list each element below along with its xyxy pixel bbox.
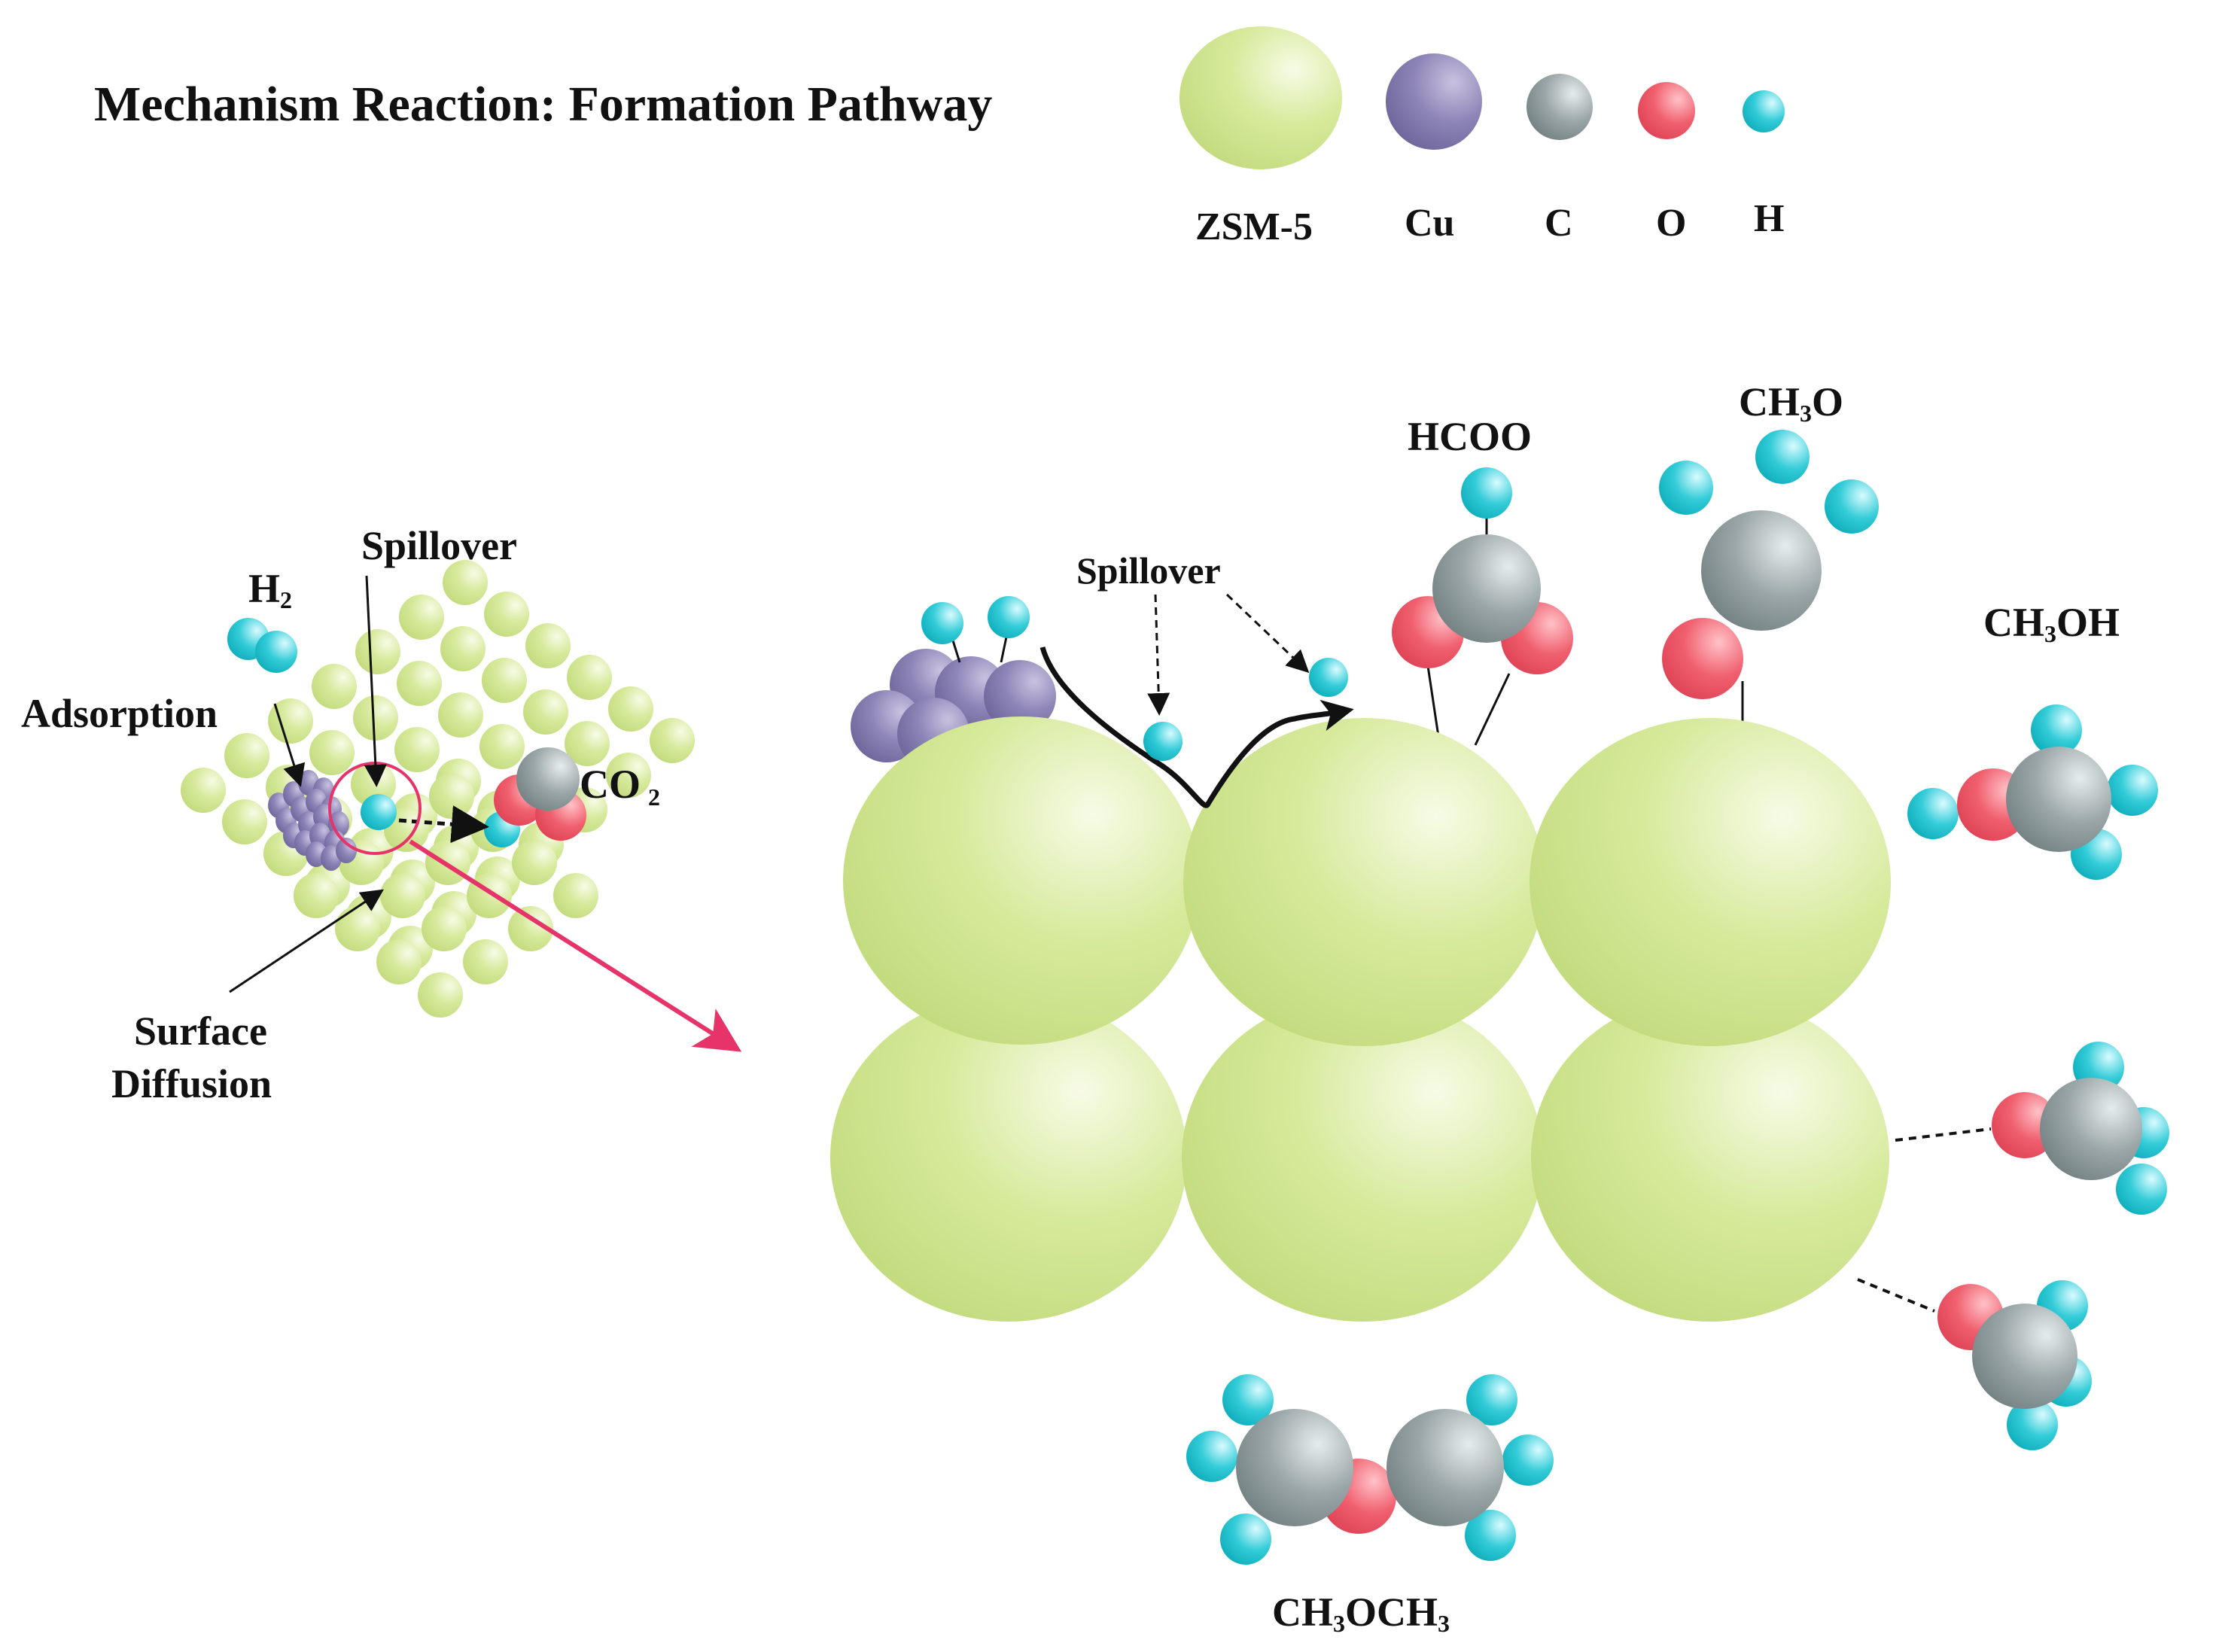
zsm5-small-sphere xyxy=(523,689,568,735)
spillover-label-left: Spillover xyxy=(361,523,517,568)
zsm5-small-sphere xyxy=(394,727,440,772)
left-catalyst-surface xyxy=(181,560,695,1018)
zsm5-sphere-bottom-left xyxy=(830,993,1187,1322)
zsm5-small-sphere xyxy=(353,695,398,741)
zsm5-small-sphere xyxy=(222,799,267,844)
zsm5-small-sphere xyxy=(440,626,485,671)
bond-line-methanol-top xyxy=(1895,1127,1992,1142)
zsm5-small-sphere xyxy=(508,906,553,951)
legend-zsm5-label: ZSM-5 xyxy=(1195,205,1313,248)
cu-atom xyxy=(336,838,357,863)
legend: ZSM-5 Cu C O H xyxy=(1179,26,1785,248)
legend-o-sphere xyxy=(1638,82,1695,139)
zsm5-small-sphere xyxy=(567,655,612,700)
zsm5-small-sphere xyxy=(479,724,525,769)
ch3oh-label: CH3OH xyxy=(1983,600,2120,647)
zsm5-small-sphere xyxy=(553,873,598,918)
hcoo-molecule xyxy=(1392,467,1573,674)
zsm5-small-sphere xyxy=(512,840,557,885)
cu-cluster-small xyxy=(268,770,357,871)
zsm5-small-sphere xyxy=(312,664,357,709)
h2-label: H2 xyxy=(248,566,292,613)
ch3oh-molecule xyxy=(1907,704,2158,880)
zsm5-small-sphere xyxy=(380,873,425,918)
spillover-pointer xyxy=(364,575,387,787)
bond-line-methanol-bottom xyxy=(1857,1278,1935,1313)
zsm5-small-sphere xyxy=(525,623,571,668)
zsm5-sphere-bottom-right xyxy=(1531,993,1889,1322)
zsm5-small-sphere xyxy=(268,698,313,744)
zsm5-small-sphere xyxy=(418,972,463,1018)
hcoo-label: HCOO xyxy=(1408,414,1532,459)
zsm5-small-sphere xyxy=(224,733,269,778)
spillover-h-migrated xyxy=(1309,658,1348,697)
spillover-dotted-arrow xyxy=(398,805,489,844)
legend-c-sphere xyxy=(1526,74,1593,140)
zsm5-small-sphere xyxy=(606,753,651,798)
zoom-arrow xyxy=(409,839,742,1052)
diagram-title: Mechanism Reaction: Formation Pathway xyxy=(94,77,992,132)
zsm5-sphere-bottom-middle xyxy=(1182,993,1543,1322)
zsm5-small-sphere xyxy=(376,939,422,984)
zsm5-small-sphere xyxy=(438,692,483,738)
methanol-adsorbed-top xyxy=(1992,1042,2169,1215)
hcoo-bond-right xyxy=(1474,673,1511,746)
zsm5-small-sphere xyxy=(650,718,695,763)
zsm5-small-sphere xyxy=(309,730,355,775)
zsm5-small-sphere xyxy=(565,721,610,766)
adsorption-label: Adsorption xyxy=(21,691,218,736)
zsm5-small-sphere xyxy=(608,686,653,732)
dme-label: CH3OCH3 xyxy=(1272,1590,1450,1637)
zsm5-small-sphere xyxy=(429,774,474,819)
legend-o-label: O xyxy=(1656,202,1686,245)
zsm5-small-sphere xyxy=(181,768,226,813)
legend-zsm5-sphere xyxy=(1179,26,1342,169)
legend-cu-sphere xyxy=(1386,53,1482,150)
zsm5-sphere-top-middle xyxy=(1183,718,1545,1046)
spillover-path-arrow xyxy=(1039,647,1354,808)
zsm5-small-sphere xyxy=(443,560,488,605)
methanol-adsorbed-bottom xyxy=(1937,1280,2092,1450)
zsm5-small-sphere xyxy=(484,592,529,637)
h2-molecule xyxy=(227,618,297,673)
zsm5-small-sphere xyxy=(463,939,508,984)
hcoo-bond-left xyxy=(1426,665,1441,742)
zsm5-small-sphere xyxy=(294,873,339,918)
zsm5-small-sphere xyxy=(399,595,444,640)
spillover-h-atom xyxy=(361,794,397,830)
zsm5-large-spheres xyxy=(830,716,1891,1322)
surface-diffusion-label: Surface Diffusion xyxy=(111,1009,277,1106)
legend-h-sphere xyxy=(1743,90,1785,132)
ch3o-molecule xyxy=(1659,430,1879,699)
zsm5-small-sphere xyxy=(425,840,470,885)
co2-molecule xyxy=(494,747,586,841)
zsm5-small-sphere xyxy=(355,629,400,674)
spillover-label-right: Spillover xyxy=(1076,549,1221,592)
zsm5-small-sphere xyxy=(335,906,380,951)
zsm5-sphere-top-right xyxy=(1530,718,1891,1046)
zsm5-sphere-top-left xyxy=(843,716,1200,1045)
legend-c-label: C xyxy=(1545,202,1573,245)
zsm5-small-sphere xyxy=(397,661,442,706)
h-atoms-on-cu xyxy=(921,596,1030,663)
legend-h-label: H xyxy=(1754,197,1784,240)
legend-cu-label: Cu xyxy=(1405,202,1454,245)
zsm5-small-sphere xyxy=(422,906,467,951)
zsm5-small-sphere xyxy=(482,658,527,703)
spillover-dotted-pointer-2 xyxy=(1225,593,1310,674)
ch3o-label: CH3O xyxy=(1739,379,1843,427)
surface-diffusion-pointer xyxy=(229,889,384,993)
spillover-h-on-surface xyxy=(1143,722,1183,761)
spillover-dotted-pointer-1 xyxy=(1147,594,1170,716)
dme-molecule xyxy=(1186,1374,1554,1565)
adsorption-pointer xyxy=(273,703,306,787)
